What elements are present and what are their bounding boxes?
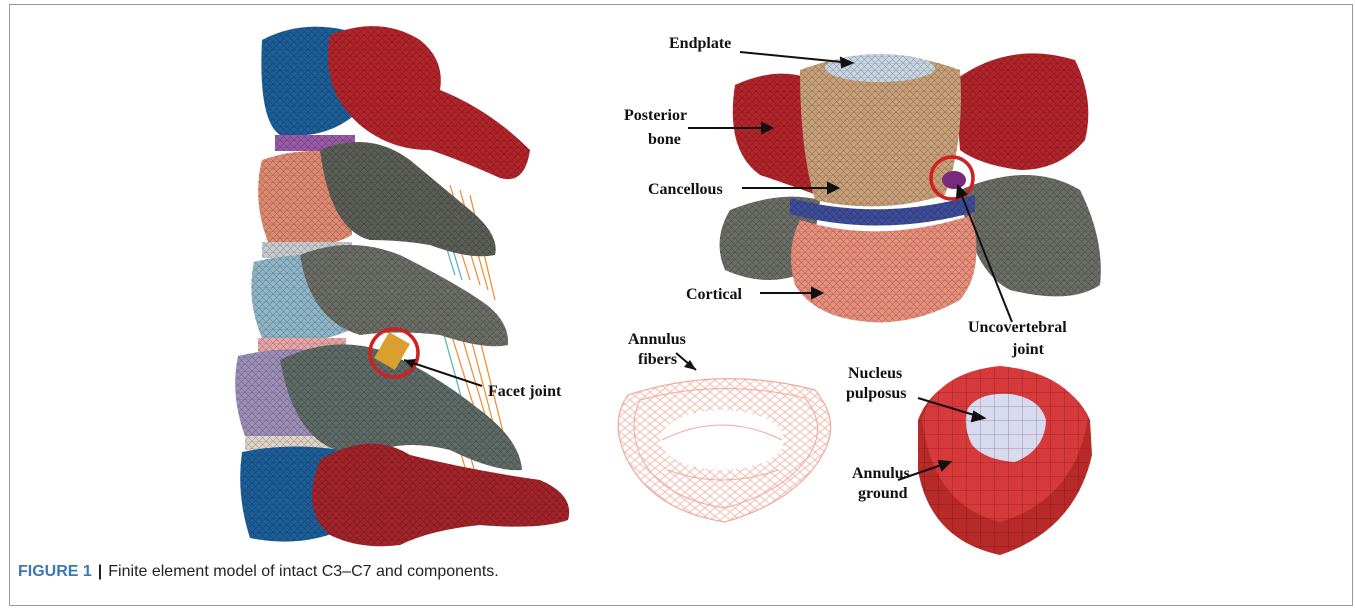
label-annulus-fibers-2: fibers — [638, 351, 677, 368]
label-endplate: Endplate — [669, 35, 731, 52]
caption-separator: | — [98, 563, 102, 580]
figure-label: FIGURE 1 — [18, 563, 92, 580]
label-annulus-ground-2: ground — [858, 485, 908, 502]
label-cortical: Cortical — [686, 286, 743, 303]
label-uncovertebral-2: joint — [1011, 341, 1045, 358]
label-uncovertebral-1: Uncovertebral — [968, 319, 1067, 336]
label-posterior-bone-2: bone — [648, 131, 681, 148]
label-nucleus-2: pulposus — [846, 385, 907, 402]
label-nucleus-1: Nucleus — [848, 365, 902, 382]
figure-caption: FIGURE 1 | Finite element model of intact … — [18, 563, 499, 581]
caption-text: Finite element model of intact C3–C7 and… — [108, 563, 498, 580]
label-annulus-ground-1: Annulus — [852, 465, 910, 482]
annulus-fibers-model — [618, 353, 830, 522]
disc-model — [898, 366, 1092, 555]
vertebra-model — [688, 52, 1101, 322]
label-annulus-fibers-1: Annulus — [628, 331, 686, 348]
label-posterior-bone-1: Posterior — [624, 107, 687, 124]
label-cancellous: Cancellous — [648, 181, 723, 198]
cervical-spine-model — [235, 26, 569, 546]
label-facet-joint: Facet joint — [488, 383, 562, 400]
